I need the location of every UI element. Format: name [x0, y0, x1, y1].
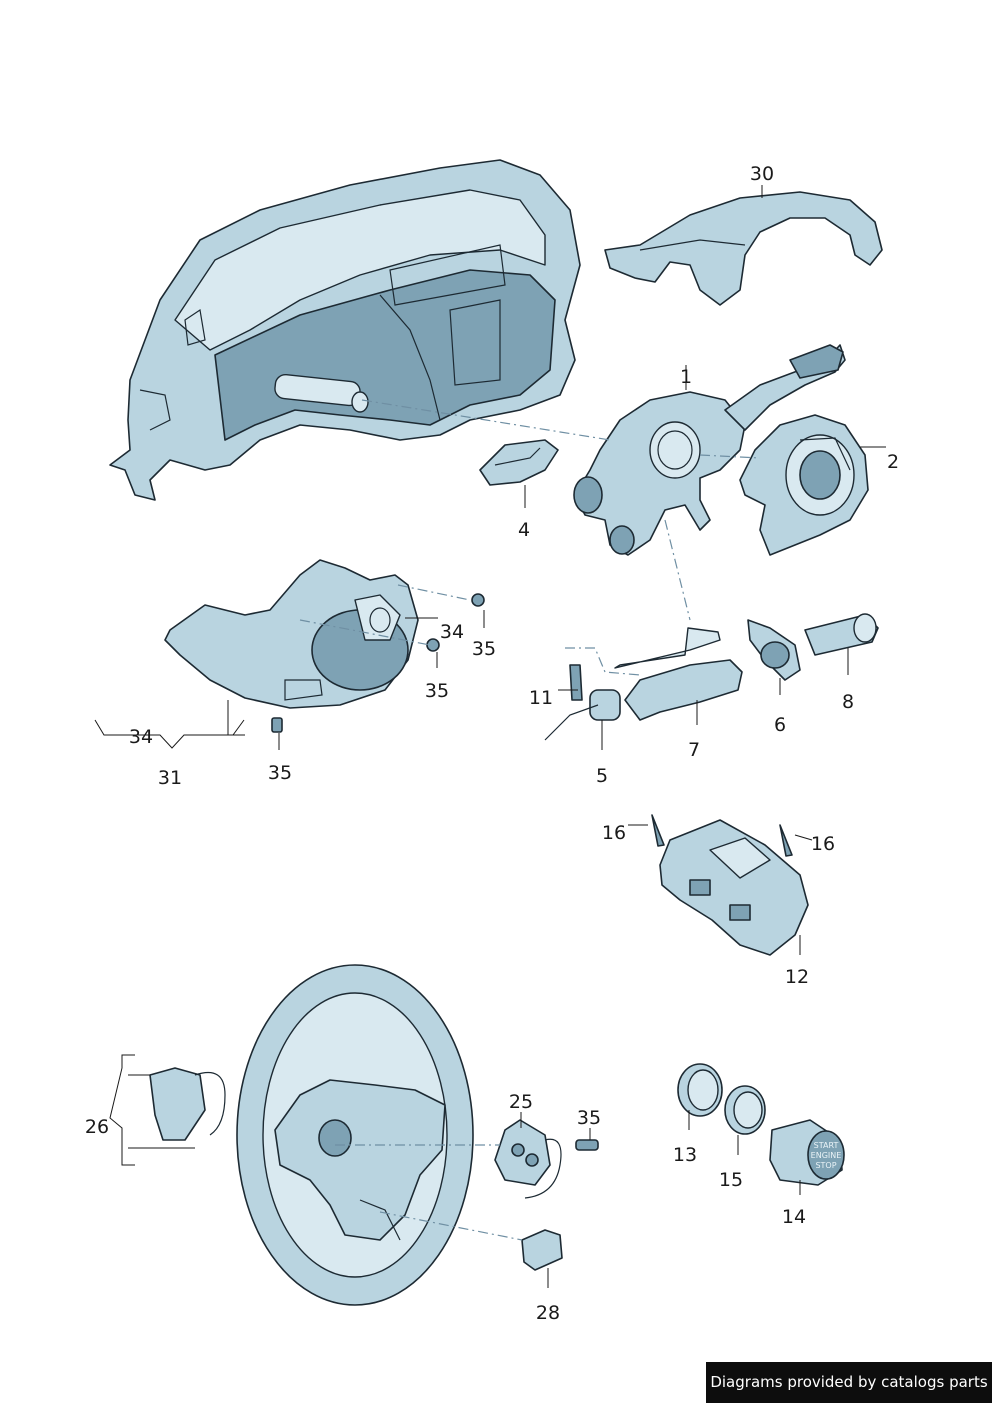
ring-13: [677, 1063, 723, 1117]
button-unit-25: [494, 1119, 599, 1199]
callout-labels: 1 30 2 4 34 35 35 34 31 35 11 5 7 6 8 16…: [85, 163, 899, 1324]
bracket: [479, 439, 559, 486]
label-14: 14: [782, 1206, 806, 1228]
label-35-middle: 35: [425, 680, 449, 702]
start-button-text-1: START: [814, 1141, 839, 1150]
label-16-left: 16: [602, 822, 626, 844]
label-30: 30: [750, 163, 774, 185]
label-26: 26: [85, 1116, 109, 1138]
label-34-lower: 34: [129, 726, 153, 748]
dashboard-panel: [109, 159, 581, 501]
sensor-5: [589, 689, 621, 721]
lock-cylinder: [804, 613, 879, 656]
leader-lines: [94, 185, 886, 1288]
switch-module: [659, 819, 809, 956]
assembly-lines: [299, 399, 761, 1241]
label-12: 12: [785, 966, 809, 988]
credit-banner: Diagrams provided by catalogs parts: [706, 1362, 992, 1403]
trim-bezel: [747, 619, 801, 681]
label-35-lower: 35: [268, 762, 292, 784]
start-button-text-2: ENGINE: [811, 1151, 842, 1160]
label-16-right: 16: [811, 833, 835, 855]
lower-column-shroud: [164, 559, 419, 709]
label-5: 5: [596, 765, 608, 787]
label-4: 4: [518, 519, 530, 541]
label-28: 28: [536, 1302, 560, 1324]
ignition-lock-housing: [544, 627, 743, 741]
ring-15: [724, 1085, 766, 1135]
upper-column-shroud: [604, 191, 883, 306]
switch-28: [521, 1229, 563, 1271]
label-6: 6: [774, 714, 786, 736]
label-1: 1: [680, 366, 692, 388]
label-7: 7: [688, 739, 700, 761]
start-stop-button: START ENGINE STOP: [769, 1119, 845, 1186]
start-button-text-3: STOP: [815, 1161, 836, 1170]
clock-spring: [739, 414, 869, 556]
label-11: 11: [529, 687, 553, 709]
label-8: 8: [842, 691, 854, 713]
screw-16: [651, 814, 793, 857]
label-13: 13: [673, 1144, 697, 1166]
label-35-upper: 35: [472, 638, 496, 660]
label-25: 25: [509, 1091, 533, 1113]
steering-wheel: [236, 964, 474, 1306]
paddle-switch: [149, 1067, 226, 1141]
combination-switch: [573, 344, 846, 556]
label-31: 31: [158, 767, 182, 789]
label-34-upper: 34: [440, 621, 464, 643]
label-15: 15: [719, 1169, 743, 1191]
label-35-wheel: 35: [577, 1107, 601, 1129]
label-2: 2: [887, 451, 899, 473]
